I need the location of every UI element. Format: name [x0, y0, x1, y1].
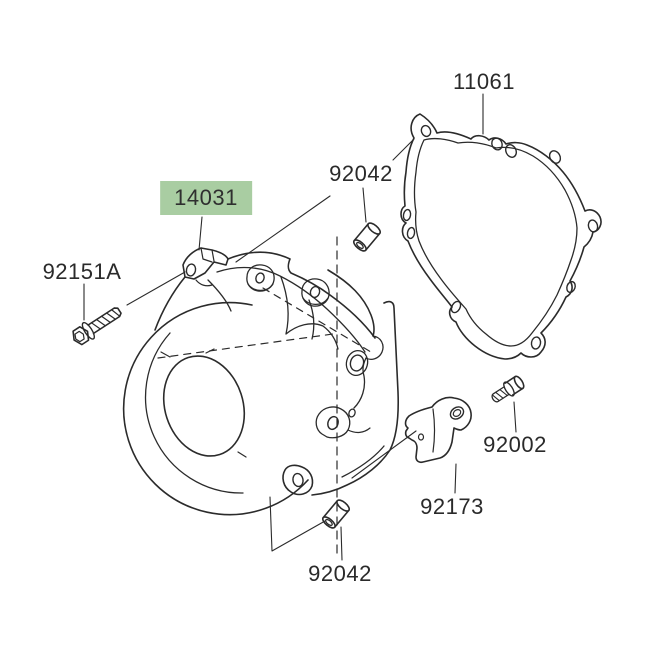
plug-bolt-drawing: [491, 375, 525, 403]
part-label-92173[interactable]: 92173: [420, 494, 484, 519]
bracket-drawing: [404, 396, 472, 464]
part-label-92002[interactable]: 92002: [483, 432, 547, 457]
part-label-92042-bottom[interactable]: 92042: [308, 561, 372, 586]
cover-drawing: [122, 236, 400, 559]
part-label-11061[interactable]: 11061: [452, 69, 516, 94]
leader-lines: [83, 93, 517, 561]
part-label-92151a[interactable]: 92151A: [42, 259, 122, 284]
part-label-14031-highlighted[interactable]: 14031: [160, 181, 252, 215]
gasket-drawing: [400, 113, 602, 360]
dowel-pin-top-drawing: [352, 222, 382, 252]
part-label-92042-top[interactable]: 92042: [329, 161, 393, 186]
flange-bolt-drawing: [72, 307, 122, 346]
dowel-pin-bottom-drawing: [321, 499, 351, 529]
